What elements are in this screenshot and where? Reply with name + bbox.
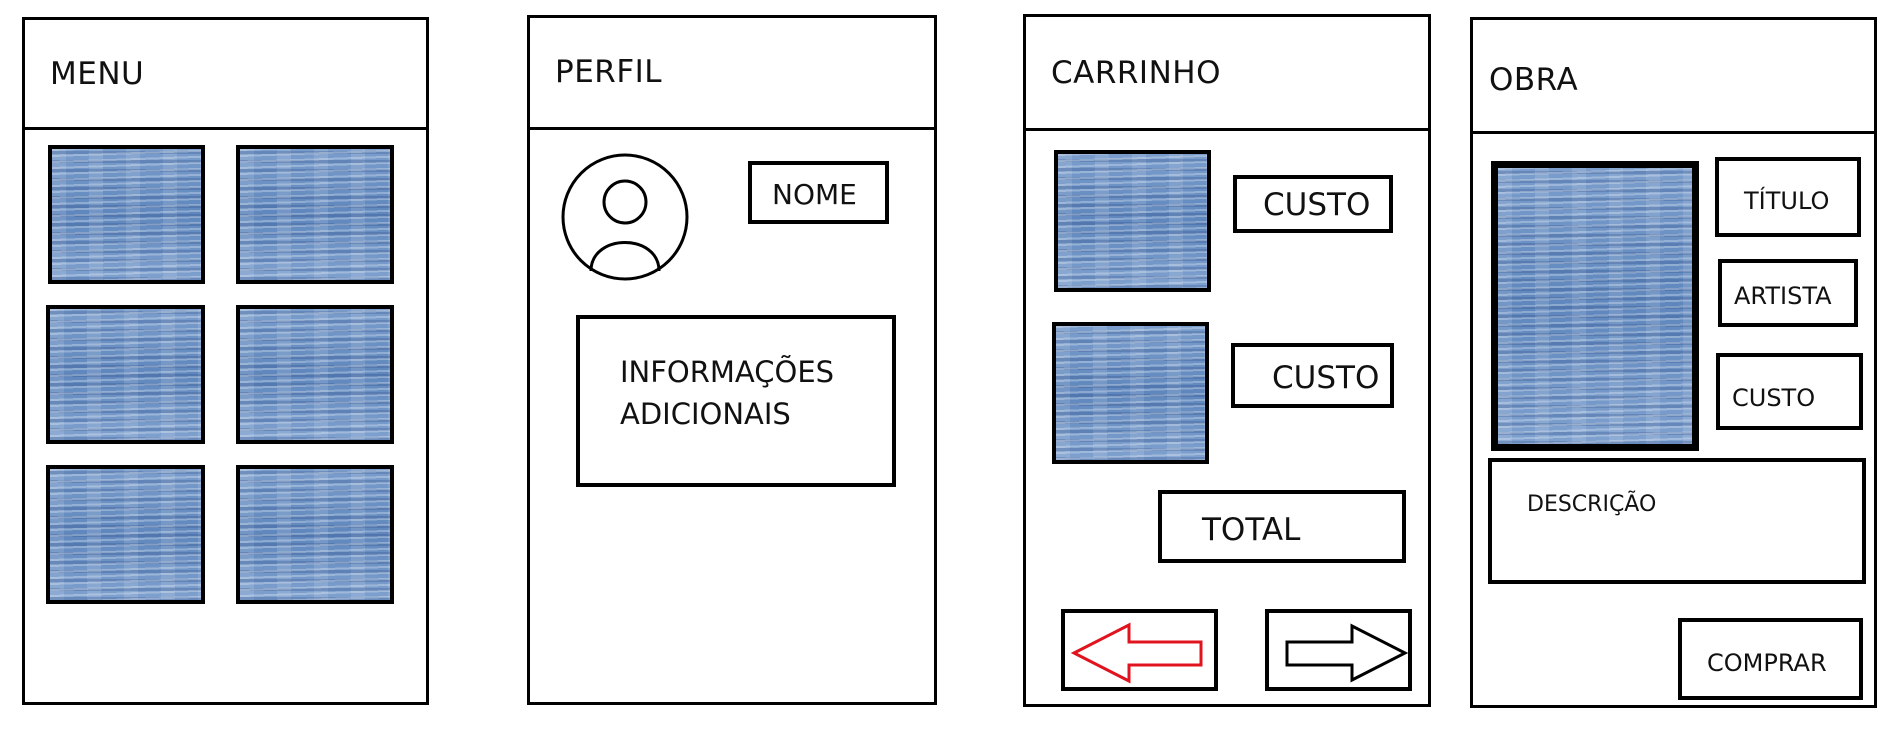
- menu-artwork-thumbnail[interactable]: [46, 305, 205, 444]
- additional-info-line1: INFORMAÇÕES: [620, 355, 835, 389]
- additional-info-box: INFORMAÇÕES ADICIONAIS: [576, 315, 896, 487]
- menu-artwork-thumbnail[interactable]: [48, 145, 205, 284]
- artwork-cost-label: CUSTO: [1732, 384, 1816, 412]
- artwork-image: [1491, 161, 1699, 451]
- additional-info-line2: ADICIONAIS: [620, 397, 791, 431]
- user-avatar-icon: [561, 153, 689, 281]
- menu-header: MENU: [25, 20, 426, 130]
- menu-artwork-thumbnail[interactable]: [236, 145, 394, 284]
- forward-button[interactable]: [1265, 609, 1412, 691]
- menu-artwork-thumbnail[interactable]: [236, 465, 394, 604]
- artwork-title-field: TÍTULO: [1715, 157, 1861, 237]
- arrow-right-icon: [1285, 623, 1409, 683]
- artwork-artist-field: ARTISTA: [1718, 259, 1858, 327]
- artwork-title-label: TÍTULO: [1744, 187, 1830, 215]
- menu-artwork-thumbnail[interactable]: [236, 305, 394, 444]
- perfil-screen: PERFIL NOME INFORMAÇÕES ADICIONAIS: [527, 15, 937, 705]
- perfil-title: PERFIL: [555, 54, 663, 90]
- buy-button-label: COMPRAR: [1707, 649, 1827, 677]
- cart-item-cost: CUSTO: [1231, 343, 1394, 408]
- perfil-header: PERFIL: [530, 18, 934, 130]
- back-button[interactable]: [1061, 609, 1218, 691]
- obra-header: OBRA: [1473, 20, 1874, 134]
- artwork-cost-field: CUSTO: [1716, 353, 1863, 430]
- cart-item-cost: CUSTO: [1233, 175, 1393, 233]
- menu-screen: MENU: [22, 17, 429, 705]
- cart-item-cost-label: CUSTO: [1272, 360, 1380, 396]
- carrinho-screen: CARRINHO CUSTO CUSTO TOTAL: [1023, 14, 1431, 707]
- cart-total-label: TOTAL: [1202, 512, 1301, 548]
- menu-artwork-thumbnail[interactable]: [46, 465, 205, 604]
- carrinho-title: CARRINHO: [1051, 55, 1221, 91]
- arrow-left-icon: [1070, 622, 1203, 684]
- artwork-artist-label: ARTISTA: [1734, 282, 1832, 310]
- menu-title: MENU: [50, 56, 145, 92]
- cart-total: TOTAL: [1158, 490, 1406, 563]
- cart-item-image: [1052, 322, 1209, 464]
- obra-title: OBRA: [1489, 62, 1579, 98]
- cart-item-image: [1054, 150, 1211, 292]
- buy-button[interactable]: COMPRAR: [1678, 618, 1863, 700]
- artwork-description-label: DESCRIÇÃO: [1527, 492, 1657, 517]
- profile-name-field: NOME: [748, 161, 889, 224]
- cart-item-cost-label: CUSTO: [1263, 187, 1371, 223]
- profile-name-label: NOME: [772, 178, 857, 211]
- carrinho-header: CARRINHO: [1026, 17, 1428, 131]
- artwork-description-box: DESCRIÇÃO: [1488, 458, 1866, 584]
- obra-screen: OBRA TÍTULO ARTISTA CUSTO DESCRIÇÃO COMP…: [1470, 17, 1877, 708]
